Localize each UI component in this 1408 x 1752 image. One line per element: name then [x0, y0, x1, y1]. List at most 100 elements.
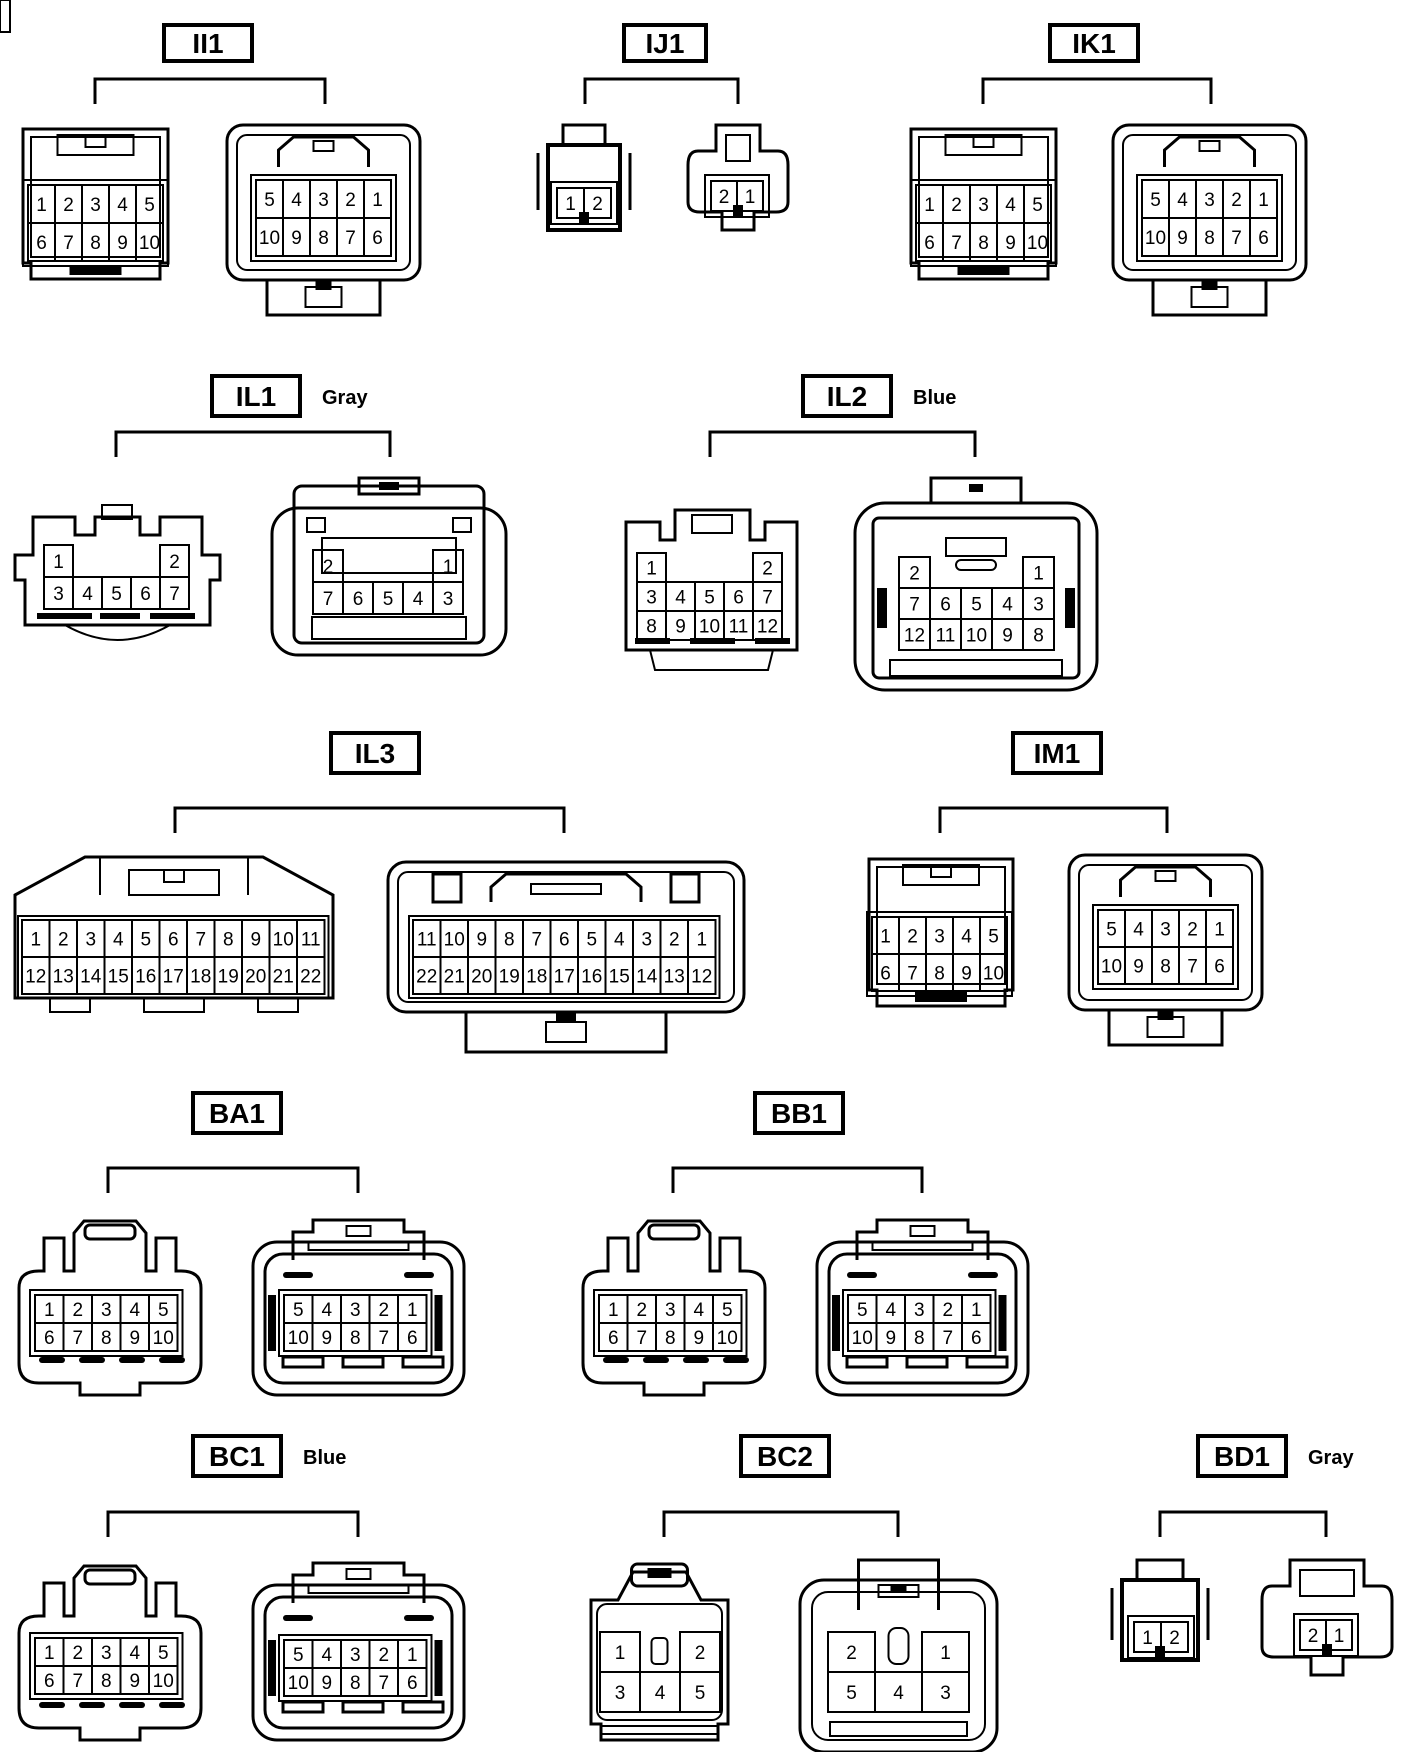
pin-label: 8 [978, 233, 989, 254]
pin-label: 2 [345, 190, 356, 211]
pin-label: 2 [907, 927, 918, 948]
outline [100, 613, 140, 619]
outline [306, 517, 326, 533]
outline [624, 508, 799, 652]
pin-label: 3 [101, 1643, 112, 1664]
connector-color: Blue [303, 1447, 346, 1469]
connector-id: IK1 [1072, 28, 1116, 59]
pin-label: 6 [407, 1673, 418, 1694]
outline [357, 476, 421, 496]
pin-label: 21 [444, 967, 465, 988]
pin-label: 10 [139, 233, 160, 254]
pin-label: 3 [318, 190, 329, 211]
outline [1299, 1569, 1355, 1597]
pin-label: 4 [1002, 595, 1013, 616]
pin-label: 7 [72, 1671, 83, 1692]
pin-label: 7 [378, 1673, 389, 1694]
outline [0, 0, 11, 33]
outline [307, 1584, 410, 1594]
pin-label: 5 [158, 1300, 169, 1321]
pin-label: 4 [1133, 920, 1144, 941]
connector-id-box [1011, 731, 1103, 775]
connector-id-box [210, 374, 302, 418]
pin-label: 5 [971, 595, 982, 616]
connector-id: BD1 [1214, 1441, 1270, 1472]
pin-label: 6 [940, 595, 951, 616]
pin-label: 1 [1214, 920, 1225, 941]
bracket [173, 806, 566, 833]
outline [887, 1627, 910, 1665]
outline [965, 1355, 1009, 1369]
outline [434, 1295, 443, 1351]
pin-label: 4 [129, 1643, 140, 1664]
pin-label: 2 [378, 1645, 389, 1666]
connector-id-box [1196, 1434, 1288, 1478]
pin-label: 1 [53, 552, 64, 573]
bracket [1158, 1510, 1328, 1537]
pin-label: 1 [1033, 564, 1044, 585]
pin-label: 5 [1032, 195, 1043, 216]
pin-label: 8 [1033, 626, 1044, 647]
outline [536, 153, 632, 210]
outline [64, 624, 171, 641]
pin-label: 1 [1334, 1626, 1345, 1647]
outline [79, 1357, 105, 1363]
pin-label: 1 [971, 1300, 982, 1321]
pin-label: 1 [44, 1643, 55, 1664]
outline [341, 1700, 385, 1714]
outline [600, 1725, 719, 1735]
pin-label: 19 [218, 967, 239, 988]
pin-label: 9 [250, 930, 261, 951]
bracket [981, 77, 1213, 104]
outline [379, 482, 399, 490]
outline [581, 1219, 767, 1397]
outline [827, 1252, 1018, 1385]
pin-label: 3 [1160, 920, 1171, 941]
pin-cell [921, 1671, 970, 1713]
outline [39, 1357, 65, 1363]
pin-label: 2 [719, 187, 730, 208]
pin-label: 3 [665, 1300, 676, 1321]
outline [649, 649, 774, 671]
outline [929, 476, 1023, 505]
pin-label: 1 [696, 930, 707, 951]
outline [291, 1218, 426, 1260]
outline [401, 1700, 445, 1714]
outline [650, 1637, 669, 1665]
pin-label: 5 [293, 1645, 304, 1666]
pin-label: 10 [288, 1673, 309, 1694]
pin-label: 11 [729, 617, 749, 638]
pin-label: 10 [153, 1671, 174, 1692]
pin-cell [1325, 1619, 1353, 1651]
outline [283, 1272, 313, 1278]
pin-label: 6 [44, 1328, 55, 1349]
pin-label: 10 [153, 1328, 174, 1349]
outline [489, 872, 643, 902]
outline [283, 1615, 313, 1621]
pin-label: 2 [636, 1300, 647, 1321]
pin-label: 1 [407, 1300, 418, 1321]
connector-id: IL2 [827, 381, 867, 412]
outline [1201, 280, 1218, 290]
outline [315, 280, 332, 290]
pin-label: 22 [416, 967, 437, 988]
pin-label: 10 [288, 1328, 309, 1349]
